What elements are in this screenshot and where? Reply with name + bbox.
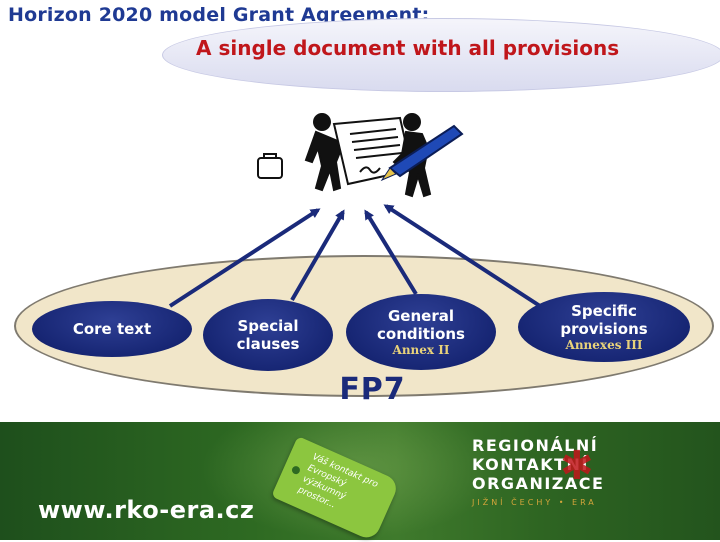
node-specific-provisions-line2: provisions [560, 320, 648, 338]
rko-logo: ✱ REGIONÁLNÍ KONTAKTNÍ ORGANIZACE JIŽNÍ … [472, 436, 604, 507]
arrow-specific [383, 204, 542, 308]
subtitle-oval [162, 18, 720, 92]
slide-subtitle: A single document with all provisions [196, 36, 620, 60]
footer-url: www.rko-era.cz [38, 496, 255, 524]
logo-line-3: ORGANIZACE [472, 474, 605, 493]
node-core-text: Core text [32, 301, 192, 357]
node-general-conditions: General conditions Annex II [346, 294, 496, 370]
signing-figures-illustration [257, 113, 464, 198]
node-special-clauses-line2: clauses [236, 335, 300, 353]
node-specific-provisions-annex: Annexes III [565, 338, 643, 352]
logo-line-2: KONTAKTNÍ [472, 455, 589, 474]
arrow-special [290, 209, 345, 302]
arrow-core [168, 208, 321, 308]
fp7-label: FP7 [339, 372, 406, 407]
node-special-clauses-line1: Special [237, 317, 299, 335]
node-core-text-label: Core text [72, 320, 152, 338]
arrow-general [364, 209, 418, 296]
briefcase-icon [257, 153, 283, 179]
logo-star-icon: ✱ [560, 443, 594, 489]
node-specific-provisions-line1: Specific [571, 302, 637, 320]
node-special-clauses: Special clauses [203, 299, 333, 371]
node-general-conditions-line2: conditions [377, 325, 465, 343]
node-general-conditions-annex: Annex II [392, 343, 450, 357]
pen-icon [380, 124, 464, 182]
logo-line-1: REGIONÁLNÍ [472, 436, 599, 455]
logo-subtitle: JIŽNÍ ČECHY • ERA [472, 498, 597, 507]
node-specific-provisions: Specific provisions Annexes III [518, 292, 690, 362]
tag-hole-icon [290, 464, 302, 476]
node-general-conditions-line1: General [388, 307, 454, 325]
